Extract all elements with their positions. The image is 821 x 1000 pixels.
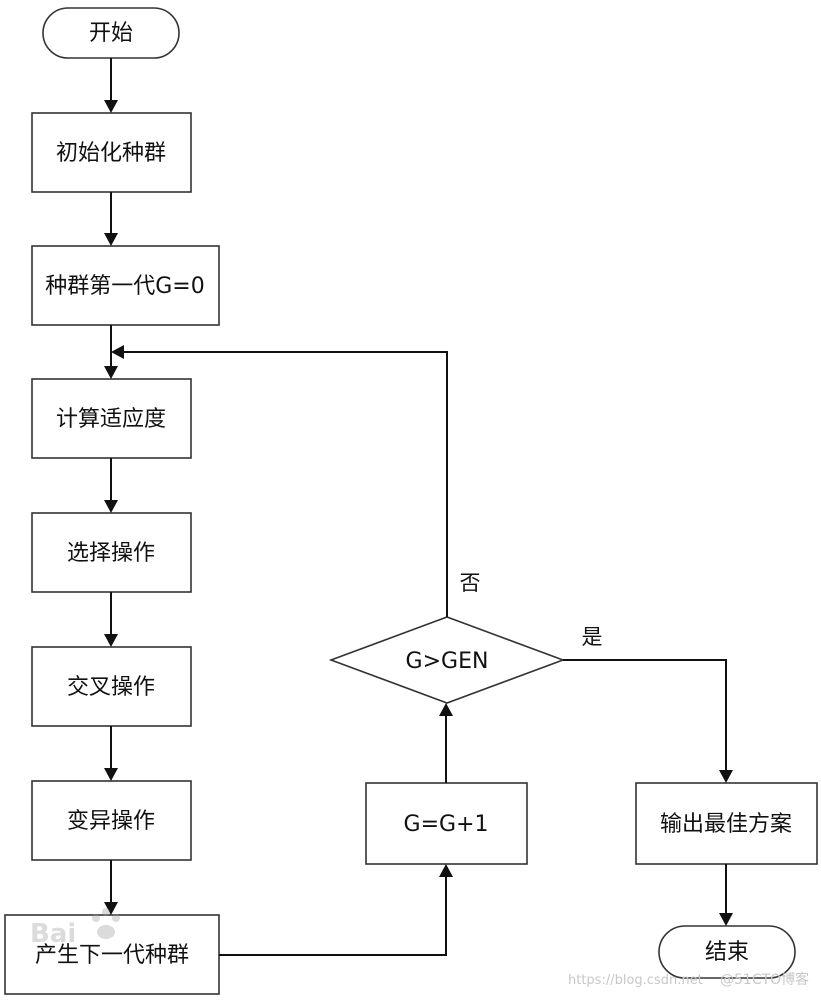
51cto-watermark: @51CTO博客	[720, 971, 809, 988]
arrow-up-icon	[439, 703, 453, 716]
arrow-up-icon	[439, 864, 453, 877]
edge-fitness-to-selection	[104, 458, 118, 513]
arrow-down-icon	[104, 233, 118, 246]
edge-selection-to-crossover	[104, 592, 118, 647]
output-best-label: 输出最佳方案	[660, 812, 792, 837]
edge-label-yes: 是	[582, 625, 603, 649]
arrow-left-icon	[111, 345, 124, 359]
condition-node: G>GEN	[328, 616, 566, 704]
start-label: 开始	[89, 21, 133, 46]
end-node: 结束	[658, 925, 796, 979]
next-generation-node: 产生下一代种群	[4, 914, 220, 995]
selection-label: 选择操作	[67, 541, 155, 566]
crossover-node: 交叉操作	[31, 646, 192, 727]
arrow-down-icon	[104, 768, 118, 781]
init-population-node: 初始化种群	[31, 112, 192, 193]
first-generation-node: 种群第一代G=0	[31, 245, 220, 326]
edge-condition-yes-to-output	[563, 659, 733, 783]
start-node: 开始	[42, 7, 180, 59]
baidu-watermark-logo: Bai	[30, 908, 120, 949]
crossover-label: 交叉操作	[67, 675, 155, 700]
init-population-label: 初始化种群	[56, 141, 166, 166]
edge-crossover-to-mutation	[104, 726, 118, 781]
arrow-down-icon	[104, 634, 118, 647]
edge-label-no: 否	[460, 571, 481, 595]
edge-first-generation-to-fitness	[104, 325, 118, 379]
svg-text:Bai: Bai	[30, 919, 76, 949]
edge-output-to-end	[719, 864, 733, 926]
compute-fitness-node: 计算适应度	[31, 378, 192, 459]
condition-label: G>GEN	[406, 649, 489, 674]
end-label: 结束	[705, 940, 749, 965]
first-generation-label: 种群第一代G=0	[45, 274, 204, 299]
csdn-watermark: https://blog.csdn.net	[568, 973, 703, 988]
edge-start-to-init	[104, 58, 118, 113]
edge-mutation-to-next-generation	[104, 860, 118, 915]
arrow-down-icon	[104, 500, 118, 513]
mutation-node: 变异操作	[31, 780, 192, 861]
increment-label: G=G+1	[404, 812, 489, 837]
output-best-node: 输出最佳方案	[635, 782, 818, 865]
edge-init-to-first-generation	[104, 192, 118, 246]
edge-increment-to-condition	[439, 703, 453, 783]
mutation-label: 变异操作	[67, 809, 155, 834]
arrow-down-icon	[104, 902, 118, 915]
selection-node: 选择操作	[31, 512, 192, 593]
arrow-down-icon	[719, 913, 733, 926]
compute-fitness-label: 计算适应度	[56, 407, 166, 432]
next-generation-label: 产生下一代种群	[35, 943, 189, 968]
arrow-down-icon	[104, 366, 118, 379]
increment-node: G=G+1	[365, 782, 528, 865]
arrow-down-icon	[719, 770, 733, 783]
edge-next-generation-to-increment	[219, 864, 453, 956]
arrow-down-icon	[104, 100, 118, 113]
edge-condition-no-loop	[111, 345, 448, 617]
